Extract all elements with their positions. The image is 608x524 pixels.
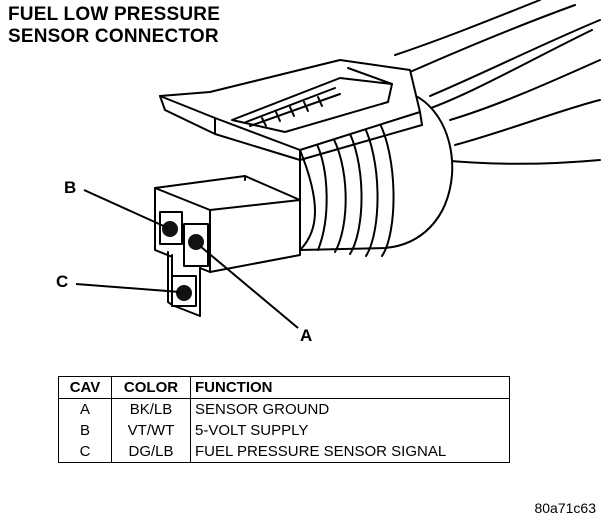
cell-color: BK/LB <box>111 398 191 420</box>
table-header-row: CAV COLOR FUNCTION <box>58 376 510 399</box>
title-line-2: SENSOR CONNECTOR <box>8 26 219 47</box>
terminal-c <box>176 285 192 301</box>
cell-cav: B <box>58 420 112 441</box>
cell-color: DG/LB <box>111 441 191 463</box>
pinout-table: CAV COLOR FUNCTION A BK/LB SENSOR GROUND… <box>58 376 510 463</box>
callout-b: B <box>64 178 77 197</box>
locking-latch <box>159 59 423 161</box>
cell-function: SENSOR GROUND <box>190 398 510 420</box>
cell-cav: C <box>58 441 112 463</box>
callout-a: A <box>300 326 313 345</box>
terminal-b <box>162 221 178 237</box>
header-color: COLOR <box>111 376 191 399</box>
wire-bundle <box>394 0 601 165</box>
header-cav: CAV <box>58 376 112 399</box>
leader-line-b <box>83 189 169 229</box>
cell-cav: A <box>58 398 112 420</box>
table-row: A BK/LB SENSOR GROUND <box>58 398 510 420</box>
table-row: C DG/LB FUEL PRESSURE SENSOR SIGNAL <box>58 441 510 463</box>
diagram-title: FUEL LOW PRESSURE SENSOR CONNECTOR <box>8 4 220 48</box>
table-row: B VT/WT 5-VOLT SUPPLY <box>58 420 510 441</box>
title-line-1: FUEL LOW PRESSURE <box>8 4 221 25</box>
cell-color: VT/WT <box>111 420 191 441</box>
header-function: FUNCTION <box>190 376 510 399</box>
leader-line-c <box>75 283 181 293</box>
cell-function: FUEL PRESSURE SENSOR SIGNAL <box>190 441 510 463</box>
leader-line-a <box>199 245 299 329</box>
figure-code: 80a71c63 <box>534 500 596 516</box>
callout-c: C <box>56 272 69 291</box>
cell-function: 5-VOLT SUPPLY <box>190 420 510 441</box>
